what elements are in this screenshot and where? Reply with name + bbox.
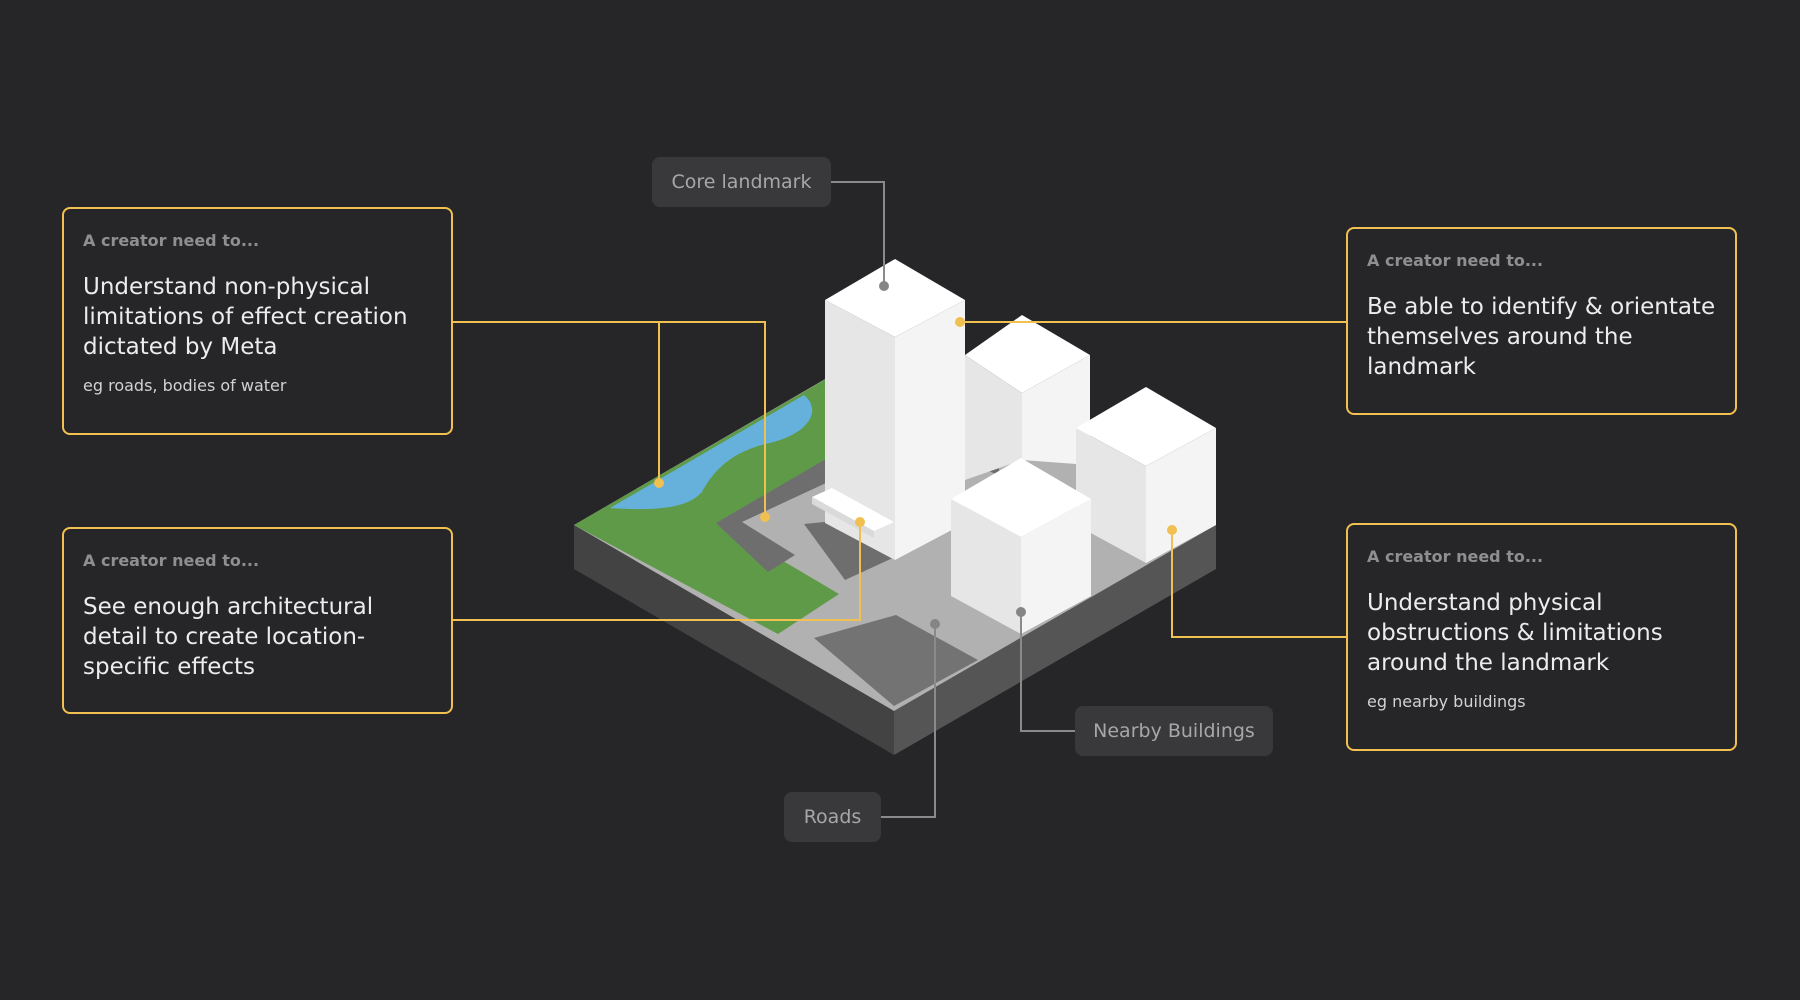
ground-slab-left-side	[574, 525, 894, 755]
marker-dot-water	[654, 478, 664, 488]
card-note: eg nearby buildings	[1367, 692, 1526, 711]
building-south-right-face	[1021, 499, 1091, 634]
connector-roads	[881, 624, 936, 818]
label-roads: Roads	[784, 792, 881, 842]
marker-dot-core-landmark	[879, 281, 889, 291]
card-heading: Understand physical obstructions & limit…	[1367, 590, 1663, 676]
building-south-roof	[951, 458, 1091, 537]
label-nearby-buildings: Nearby Buildings	[1075, 706, 1273, 756]
tower-roof	[825, 259, 965, 337]
ground-slab-right-side	[894, 525, 1216, 755]
building-mid-roof	[965, 315, 1090, 393]
connector-core-landmark	[831, 181, 885, 286]
card-heading: Understand non-physical limitations of e…	[83, 274, 408, 360]
building-east-right-face	[1146, 428, 1216, 563]
tower-podium-top	[812, 488, 894, 531]
card-eyebrow: A creator need to...	[1367, 251, 1544, 270]
sidewalk-block-west	[716, 459, 826, 572]
marker-dot-tower-side	[955, 317, 965, 327]
card-note: eg roads, bodies of water	[83, 376, 287, 395]
connector-meta-limitations	[453, 321, 766, 517]
card-physical-obstructions: A creator need to... Understand physical…	[1346, 523, 1737, 751]
marker-dot-roads	[930, 619, 940, 629]
card-orientation: A creator need to... Be able to identify…	[1346, 227, 1737, 415]
card-eyebrow: A creator need to...	[83, 551, 260, 570]
card-eyebrow: A creator need to...	[83, 231, 260, 250]
building-mid-right-face	[1022, 355, 1090, 465]
tower-right-face	[895, 300, 965, 560]
connector-nearby-buildings	[1020, 612, 1075, 732]
building-east-left-face	[1076, 428, 1146, 563]
building-east-roof	[1076, 387, 1216, 466]
marker-dot-nearby-buildings	[1016, 607, 1026, 617]
connector-obstructions	[1171, 530, 1347, 638]
marker-dot-road-edge	[760, 512, 770, 522]
marker-dot-nearby-building	[1167, 525, 1177, 535]
label-core-landmark: Core landmark	[652, 157, 831, 207]
card-non-physical-limitations: A creator need to... Understand non-phys…	[62, 207, 453, 435]
connector-architectural-detail	[453, 522, 861, 621]
building-mid-left-face	[965, 355, 1022, 480]
card-heading: See enough architectural detail to creat…	[83, 594, 374, 680]
card-eyebrow: A creator need to...	[1367, 547, 1544, 566]
parking-lot	[814, 615, 978, 706]
tower-podium-front	[812, 497, 874, 538]
grass-park	[574, 379, 839, 634]
card-architectural-detail: A creator need to... See enough architec…	[62, 527, 453, 714]
marker-dot-tower-base	[855, 517, 865, 527]
building-south-left-face	[951, 499, 1021, 634]
card-heading: Be able to identify & orientate themselv…	[1367, 294, 1716, 380]
